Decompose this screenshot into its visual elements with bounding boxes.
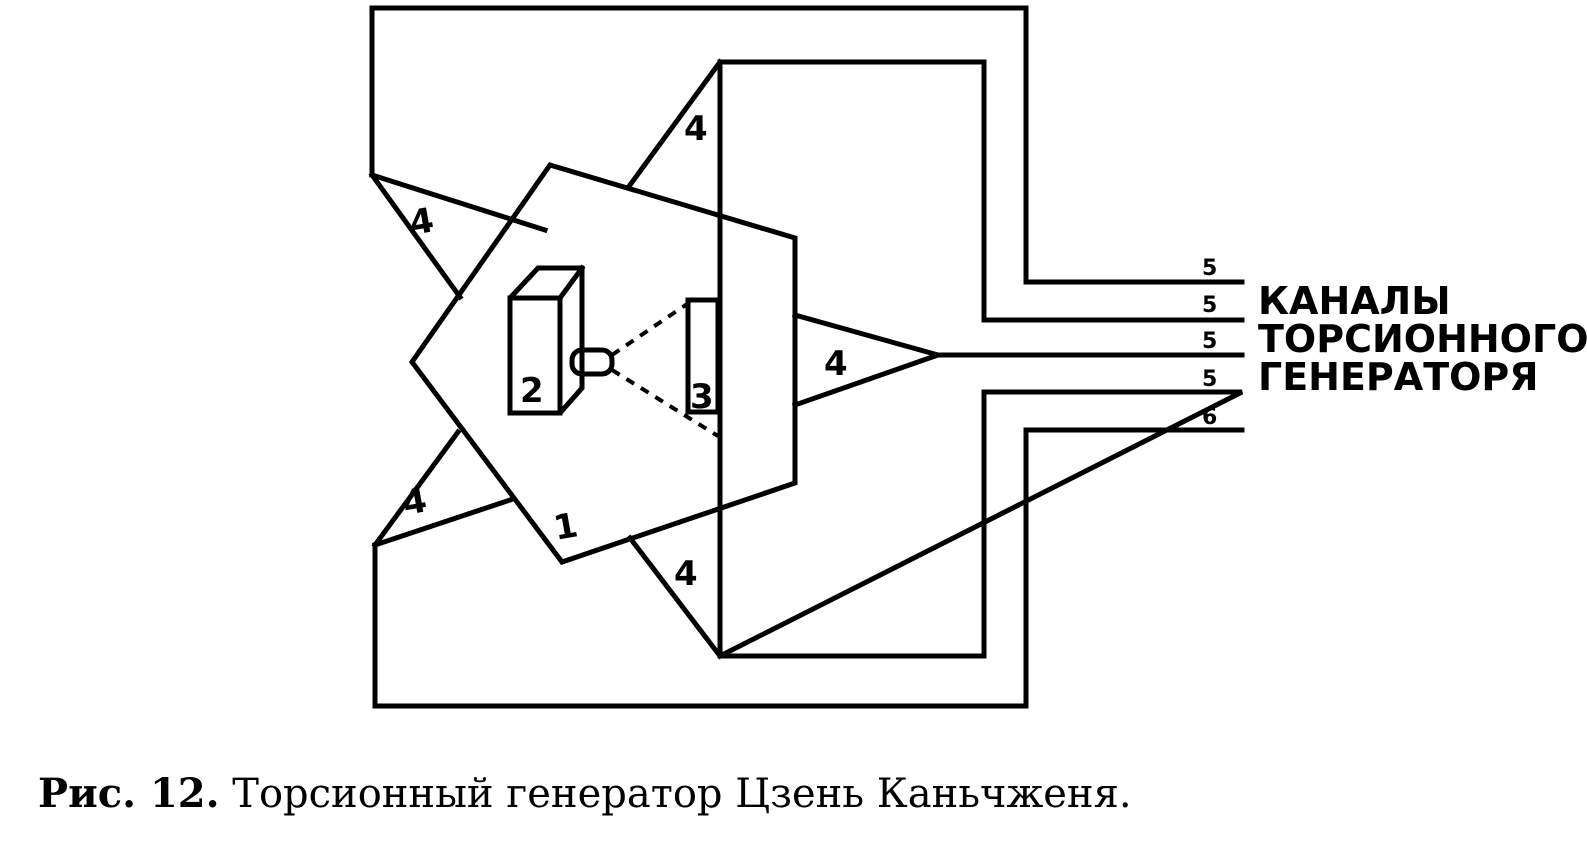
label-3: 3 [690,377,714,417]
channel-number-4: 5 [1202,367,1217,392]
concentrator-bottom-left [371,428,514,549]
channels-label-line3: ГЕНЕРАТОРЯ [1258,355,1539,399]
channel-number-5: 6 [1202,405,1217,430]
channels-label-line2: ТОРСИОННОГО [1258,317,1587,361]
figure-caption-text: Торсионный генератор Цзень Каньчженя. [219,771,1132,817]
label-4-right: 4 [824,344,848,384]
concentrator-top-left [368,171,549,301]
source-block [507,264,586,416]
outer-frame [369,5,1245,709]
channel-number-3: 5 [1202,329,1217,354]
figure-caption: Рис. 12. Торсионный генератор Цзень Кань… [38,770,1132,817]
label-2: 2 [520,371,544,411]
concentrator-right [791,311,947,409]
target-plate [685,297,721,415]
label-4-bottom-left: 4 [400,480,430,524]
torsion-generator-diagram: 1 2 3 4 4 4 4 4 5 5 5 5 6 КАНАЛЫ ТОРСИОН… [368,5,1587,709]
beam-upper [610,300,692,357]
inner-frame [717,59,1245,659]
label-4-bottom-right: 4 [674,554,698,594]
channels-label-line1: КАНАЛЫ [1258,279,1451,323]
beam-lower [610,368,720,438]
emitter-nozzle [569,347,615,377]
concentrator-top-right [626,58,724,189]
figure-number: Рис. 12. [38,770,220,817]
pentagon-body [408,162,798,565]
channel-number-1: 5 [1202,256,1217,281]
label-4-top-left: 4 [407,200,437,244]
label-4-top-right: 4 [684,109,708,149]
concentrator-bottom-right [626,534,724,660]
label-1: 1 [551,505,581,549]
channel-number-2: 5 [1202,293,1217,318]
